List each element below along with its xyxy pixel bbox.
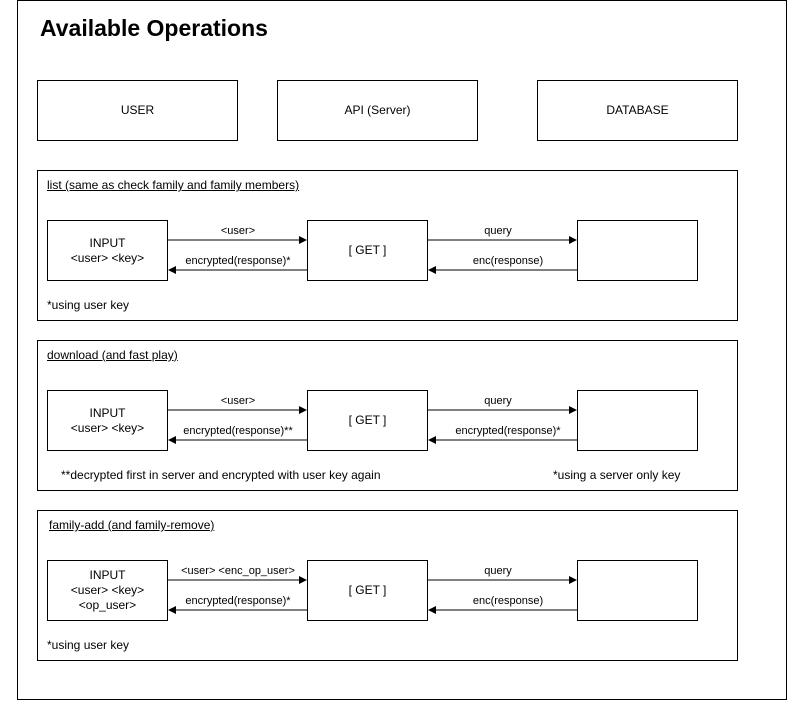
db-response-label: enc(response): [472, 255, 544, 267]
diagram-frame: [17, 0, 787, 700]
section-family-add-input-box: INPUT <user> <key> <op_user>: [47, 560, 168, 621]
input-params: <user> <key>: [70, 250, 145, 265]
section-list-get-box: [ GET ]: [307, 220, 428, 281]
section-download-db-box: [577, 390, 698, 451]
section-list-note: *using user key: [47, 298, 130, 312]
query-label: query: [484, 395, 512, 407]
query-label: query: [484, 565, 512, 577]
user-column-label: USER: [120, 103, 155, 117]
request-label: <user> <enc_op_user>: [181, 565, 295, 577]
input-op-user: <op_user>: [78, 598, 137, 612]
api-column-box: API (Server): [277, 80, 478, 141]
response-label: encrypted(response)*: [185, 255, 291, 267]
section-download-note-server: **decrypted first in server and encrypte…: [61, 468, 381, 482]
api-column-label: API (Server): [344, 103, 411, 117]
section-download-note-key: *using a server only key: [553, 468, 681, 482]
section-download-input-box: INPUT <user> <key>: [47, 390, 168, 451]
request-label: <user>: [220, 225, 256, 237]
section-family-add-note: *using user key: [47, 638, 130, 652]
input-heading: INPUT: [89, 405, 126, 420]
get-method-label: [ GET ]: [348, 583, 387, 597]
section-download-get-box: [ GET ]: [307, 390, 428, 451]
input-heading: INPUT: [89, 235, 126, 250]
db-response-label: encrypted(response)*: [455, 425, 561, 437]
section-family-add-title: family-add (and family-remove): [49, 518, 215, 532]
section-download-title: download (and fast play): [47, 348, 178, 362]
section-list-db-box: [577, 220, 698, 281]
database-column-label: DATABASE: [606, 103, 669, 117]
db-response-label: enc(response): [472, 595, 544, 607]
response-label: encrypted(response)**: [183, 425, 293, 437]
database-column-box: DATABASE: [537, 80, 738, 141]
get-method-label: [ GET ]: [348, 243, 387, 257]
get-method-label: [ GET ]: [348, 413, 387, 427]
diagram-title: Available Operations: [40, 15, 268, 41]
input-heading: INPUT: [89, 568, 126, 582]
input-params: <user> <key>: [70, 583, 145, 597]
section-family-add-db-box: [577, 560, 698, 621]
section-family-add-get-box: [ GET ]: [307, 560, 428, 621]
query-label: query: [484, 225, 512, 237]
user-column-box: USER: [37, 80, 238, 141]
section-list-input-box: INPUT <user> <key>: [47, 220, 168, 281]
input-params: <user> <key>: [70, 420, 145, 435]
section-list-title: list (same as check family and family me…: [47, 178, 300, 192]
response-label: encrypted(response)*: [185, 595, 291, 607]
request-label: <user>: [220, 395, 256, 407]
